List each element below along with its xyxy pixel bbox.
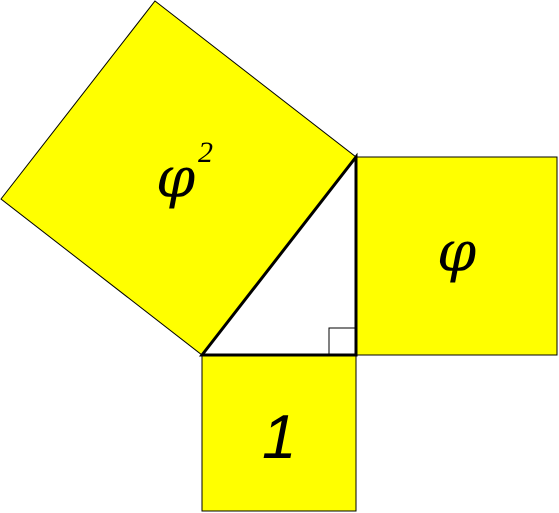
vertical-leg-square-label: φ	[437, 220, 476, 285]
horizontal-leg-square-label: 1	[262, 403, 296, 472]
hypotenuse-square-label: φ	[156, 146, 195, 211]
right-angle-marker	[328, 327, 357, 356]
right-triangle	[198, 152, 358, 357]
hypotenuse-square-exponent: 2	[198, 136, 213, 169]
